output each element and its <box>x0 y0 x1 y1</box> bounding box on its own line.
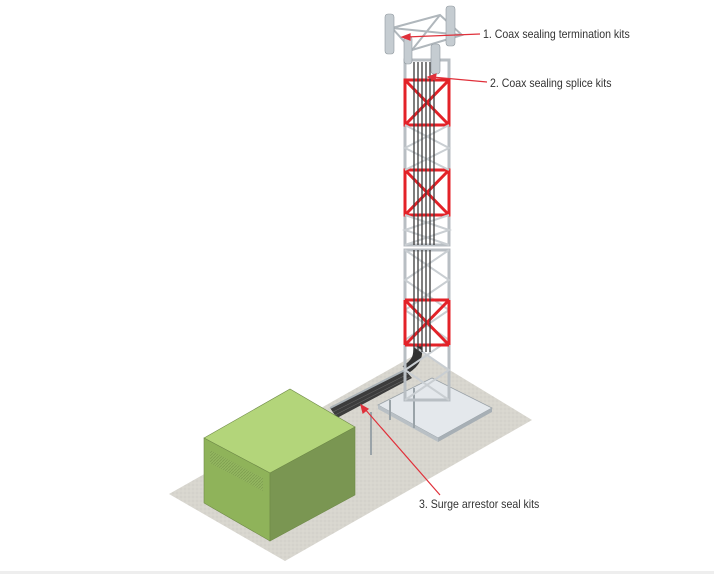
leader-lines <box>360 33 488 496</box>
tower-upper-section <box>384 5 464 247</box>
callout-splice-kits: 2. Coax sealing splice kits <box>490 76 612 90</box>
callout-termination-kits: 1. Coax sealing termination kits <box>483 27 630 41</box>
tower-lower-section <box>403 248 451 402</box>
antenna-panels <box>384 5 456 75</box>
divider <box>0 571 714 574</box>
vent-grille <box>210 450 263 491</box>
equipment-shelter <box>203 388 356 542</box>
callout-surge-arrestor-kits: 3. Surge arrestor seal kits <box>419 497 540 511</box>
